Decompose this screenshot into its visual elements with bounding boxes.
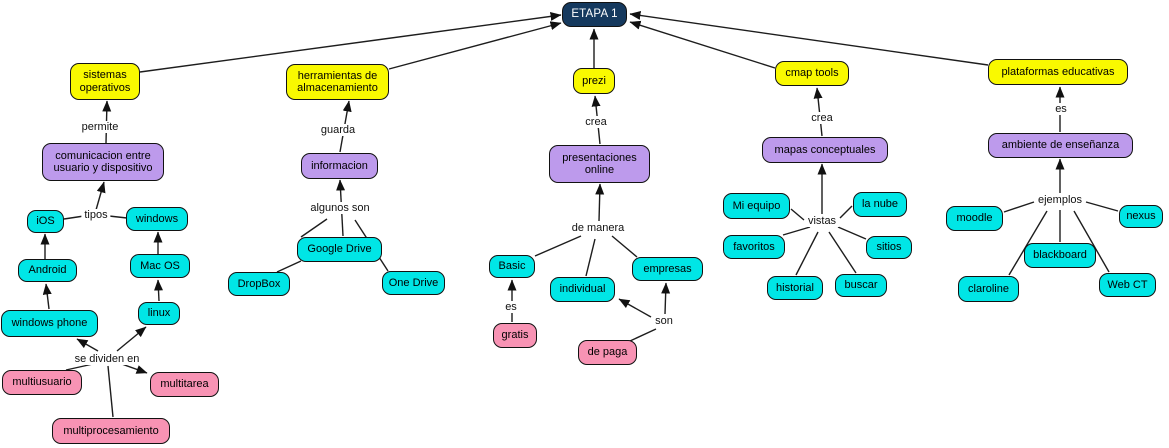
node-comunicacion-entre-usuario-y-dispositivo[interactable]: comunicacion entre usuario y dispositivo: [42, 143, 164, 181]
link-label-crea-prezi[interactable]: crea: [582, 116, 610, 128]
node-multitarea[interactable]: multitarea: [150, 372, 219, 397]
edge-vistas-miequipo: [790, 208, 805, 221]
node-windows-phone[interactable]: windows phone: [1, 310, 98, 337]
link-label-crea-cmap[interactable]: crea: [808, 112, 836, 124]
link-label-vistas[interactable]: vistas: [804, 215, 840, 227]
node-prezi[interactable]: prezi: [573, 68, 615, 94]
edge-algunosson-googledrive-left: [300, 218, 328, 238]
node-etapa-1[interactable]: ETAPA 1: [562, 2, 627, 27]
link-label-se-dividen-en[interactable]: se dividen en: [71, 353, 143, 365]
edge-sedividen-linux: [116, 326, 147, 352]
edge-sistemas-etapa: [139, 11, 562, 73]
edge-sedividen-windowsphone: [76, 338, 99, 352]
node-multiprocesamiento[interactable]: multiprocesamiento: [52, 418, 170, 444]
node-informacion[interactable]: informacion: [301, 153, 378, 179]
node-ios[interactable]: iOS: [27, 210, 64, 233]
node-multiusuario[interactable]: multiusuario: [2, 370, 82, 395]
edge-ejemplos-moodle: [1003, 201, 1035, 213]
edge-plataformas-etapa: [629, 11, 989, 66]
edge-googledrive-dropbox: [276, 260, 302, 273]
node-cmap-tools[interactable]: cmap tools: [775, 61, 849, 86]
node-historial[interactable]: historial: [767, 276, 823, 300]
node-dropbox[interactable]: DropBox: [228, 272, 290, 296]
edge-herramientas-etapa: [388, 21, 562, 70]
node-mi-equipo[interactable]: Mi equipo: [723, 193, 790, 219]
node-ambiente-de-ensenanza[interactable]: ambiente de enseñanza: [988, 133, 1133, 158]
edge-tipos-ios: [63, 215, 85, 220]
node-google-drive[interactable]: Google Drive: [297, 237, 382, 262]
edge-demanera-presentaciones: [595, 183, 605, 222]
node-moodle[interactable]: moodle: [946, 206, 1003, 231]
edge-demanera-individual: [585, 238, 596, 277]
edge-vistas-favoritos: [782, 226, 811, 236]
node-la-nube[interactable]: la nube: [853, 192, 907, 217]
node-web-ct[interactable]: Web CT: [1099, 273, 1156, 297]
node-favoritos[interactable]: favoritos: [723, 235, 785, 259]
edge-vistas-buscar: [828, 231, 857, 274]
node-windows[interactable]: windows: [126, 207, 188, 231]
edge-sedividen-multiprocesamiento: [107, 365, 114, 418]
node-plataformas-educativas[interactable]: plataformas educativas: [988, 59, 1128, 85]
link-label-de-manera[interactable]: de manera: [568, 222, 628, 234]
node-linux[interactable]: linux: [138, 302, 180, 325]
link-label-algunos-son[interactable]: algunos son: [307, 202, 373, 214]
edge-ejemplos-nexus: [1085, 201, 1119, 212]
node-mac-os[interactable]: Mac OS: [130, 254, 190, 278]
node-claroline[interactable]: claroline: [958, 276, 1019, 302]
node-mapas-conceptuales[interactable]: mapas conceptuales: [762, 137, 888, 163]
node-sitios[interactable]: sitios: [866, 236, 912, 259]
link-label-es-plataformas[interactable]: es: [1052, 103, 1070, 115]
node-empresas[interactable]: empresas: [632, 257, 703, 281]
edge-tipos-comunicacion: [95, 181, 106, 211]
edge-cmaptools-etapa: [629, 20, 776, 69]
node-blackboard[interactable]: blackboard: [1024, 243, 1096, 268]
edge-tipos-windows: [108, 215, 128, 219]
node-one-drive[interactable]: One Drive: [382, 271, 445, 295]
edge-vistas-sitios: [837, 226, 867, 240]
edge-linux-macos: [154, 279, 163, 302]
edge-windowsphone-android: [42, 283, 52, 310]
edge-vistas-historial: [795, 231, 819, 276]
link-label-guarda[interactable]: guarda: [317, 124, 359, 136]
link-label-ejemplos[interactable]: ejemplos: [1034, 194, 1086, 206]
edge-demanera-empresas: [611, 235, 638, 258]
edge-vistas-lanube: [839, 205, 853, 219]
edge-demanera-basic: [534, 235, 582, 257]
node-sistemas-operativos[interactable]: sistemas operativos: [70, 63, 140, 100]
node-basic[interactable]: Basic: [489, 255, 535, 278]
edge-ejemplos-webct: [1073, 210, 1110, 273]
link-label-permite[interactable]: permite: [78, 121, 122, 133]
node-herramientas-de-almacenamiento[interactable]: herramientas de almacenamiento: [286, 64, 389, 100]
edge-depaga-son: [629, 328, 657, 342]
edge-sedividen-multiusuario: [65, 363, 94, 371]
edge-son-empresas: [661, 282, 671, 315]
node-de-paga[interactable]: de paga: [578, 340, 637, 365]
node-buscar[interactable]: buscar: [835, 274, 887, 297]
link-label-es-basic[interactable]: es: [502, 301, 520, 313]
link-label-tipos[interactable]: tipos: [81, 209, 111, 221]
node-individual[interactable]: individual: [550, 277, 615, 302]
edge-son-individual: [618, 298, 652, 318]
node-nexus[interactable]: nexus: [1119, 205, 1163, 228]
link-label-son[interactable]: son: [652, 315, 676, 327]
node-gratis[interactable]: gratis: [493, 323, 537, 348]
node-presentaciones-online[interactable]: presentaciones online: [549, 145, 650, 183]
node-android[interactable]: Android: [18, 259, 77, 282]
